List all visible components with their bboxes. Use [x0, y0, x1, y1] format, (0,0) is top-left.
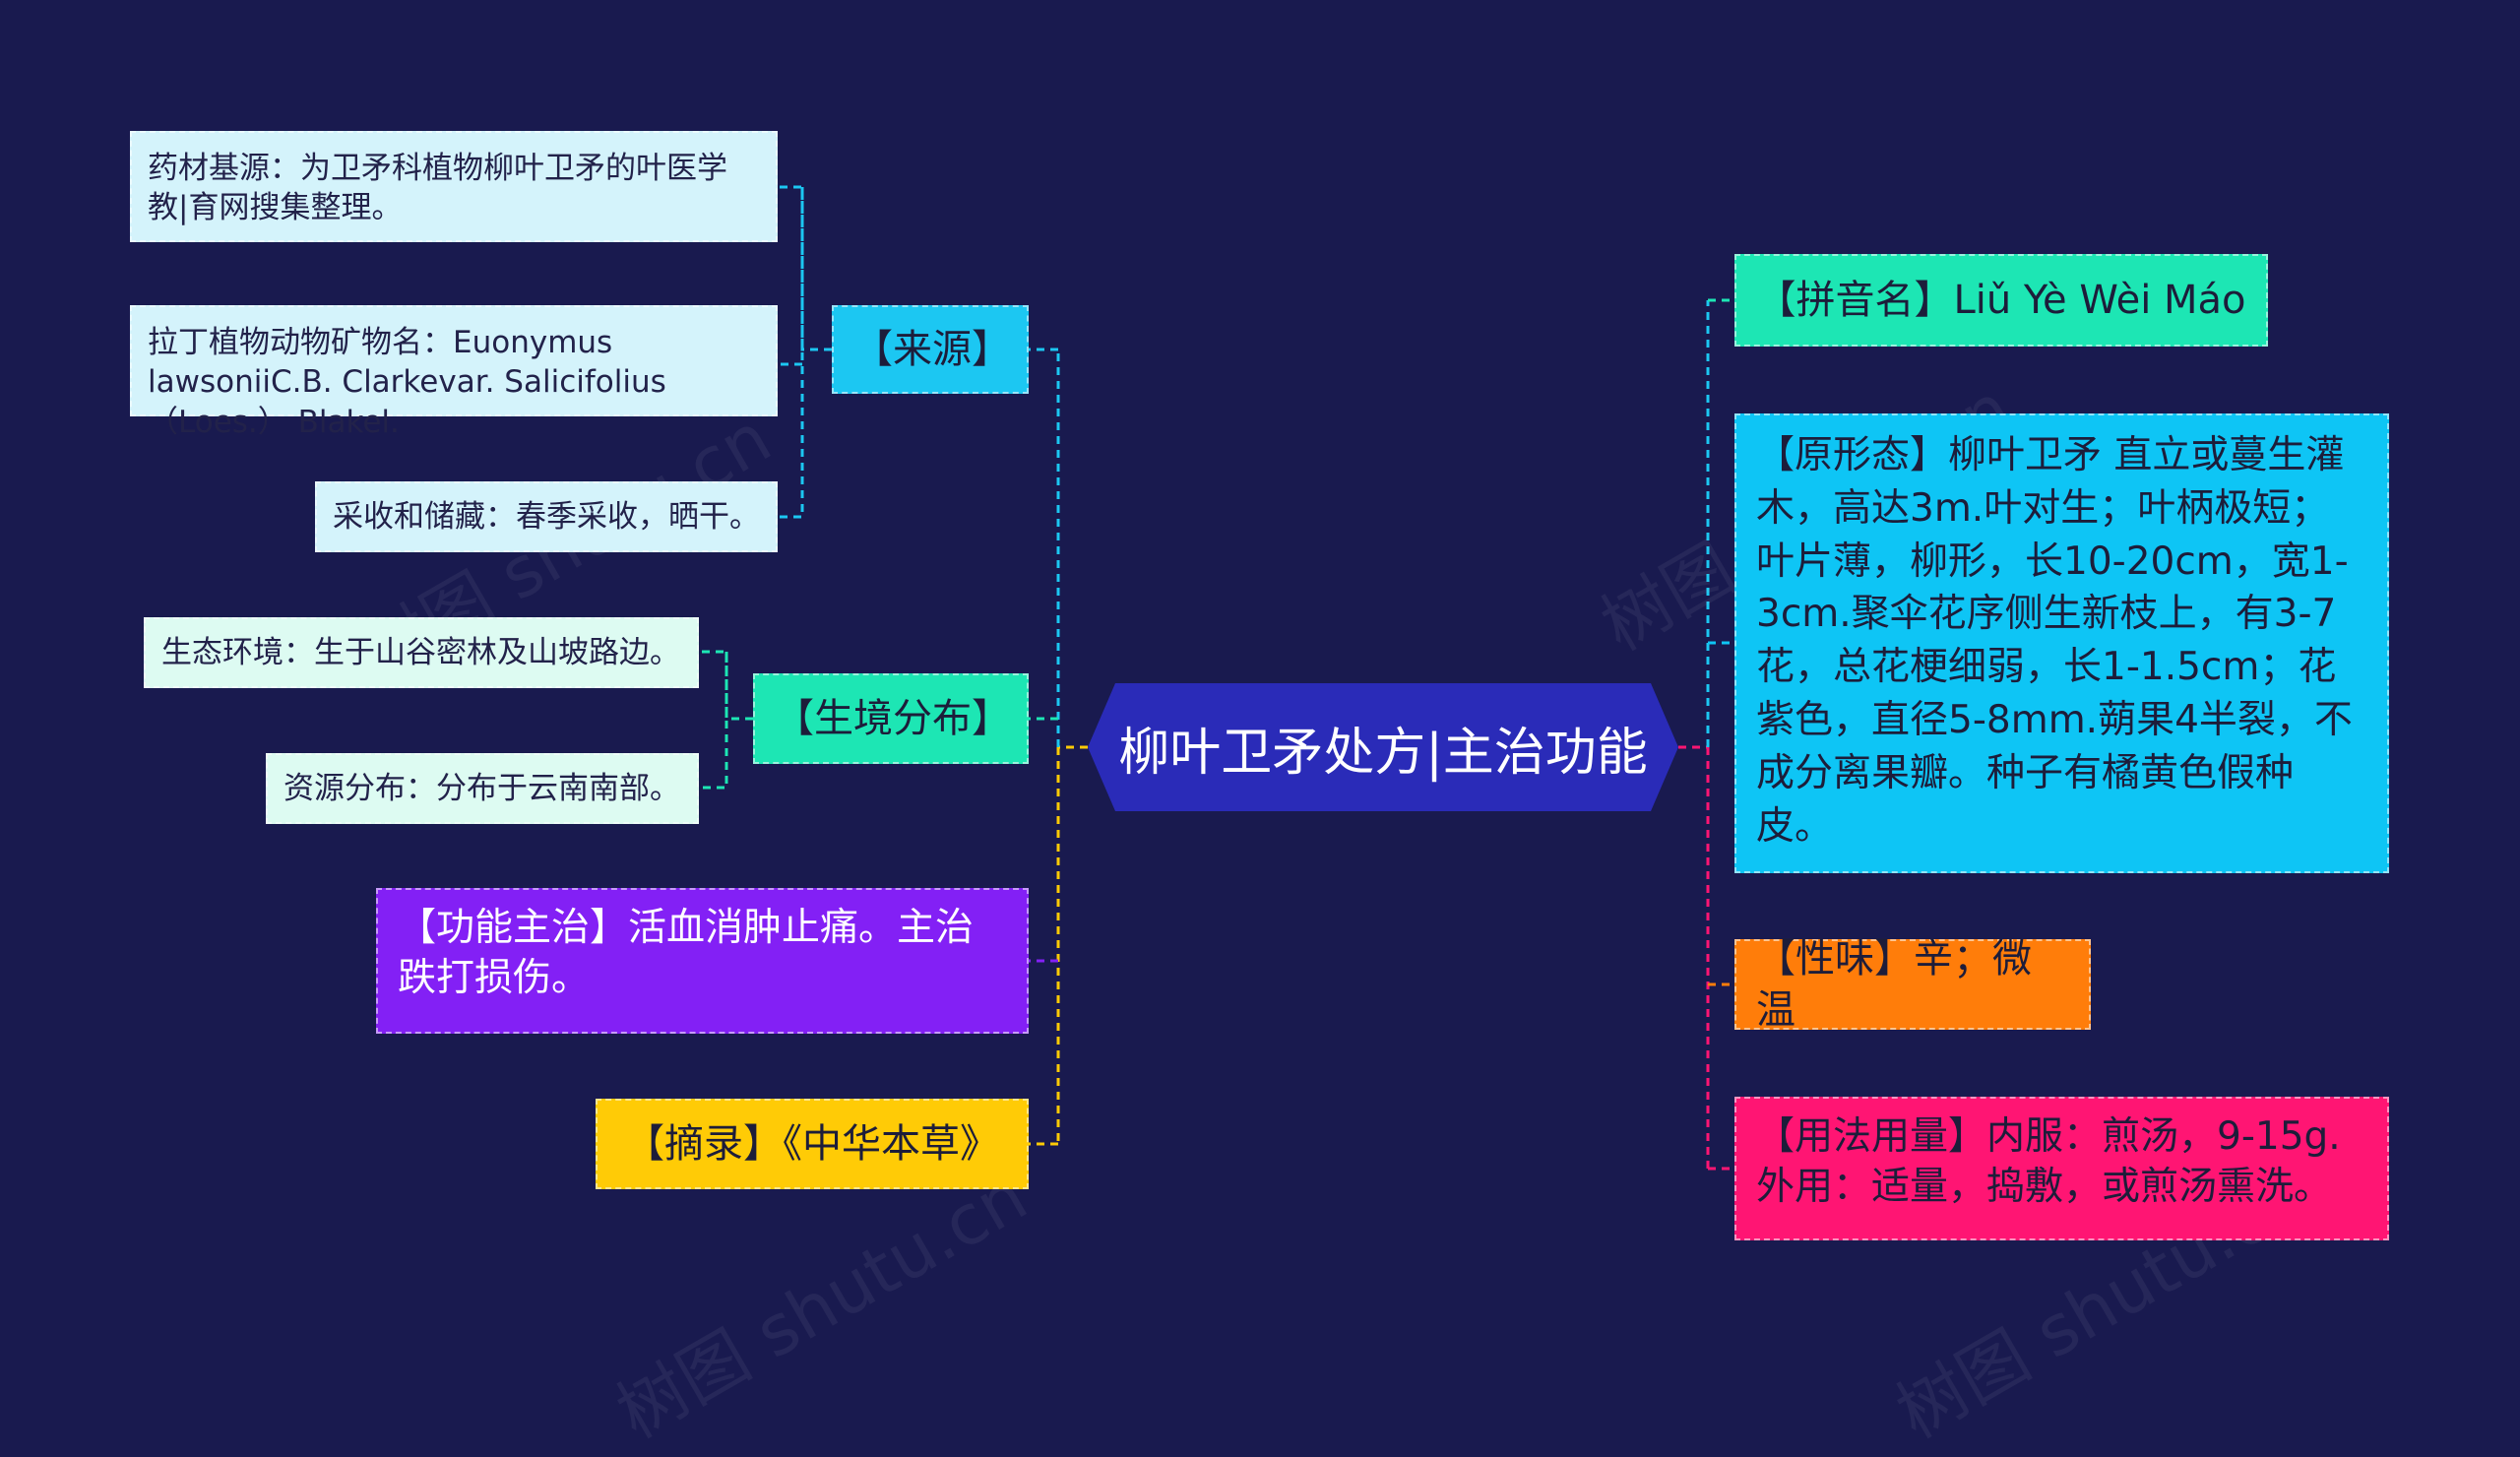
- leaf-habitat-distribution[interactable]: 资源分布：分布于云南南部。: [266, 753, 699, 824]
- branch-function[interactable]: 【功能主治】活血消肿止痛。主治跌打损伤。: [376, 888, 1029, 1034]
- connector-source-children: [778, 185, 832, 519]
- branch-source[interactable]: 【来源】: [832, 305, 1029, 394]
- branch-morphology[interactable]: 【原形态】柳叶卫矛 直立或蔓生灌木，高达3m.叶对生；叶柄极短；叶片薄，柳形，长…: [1734, 413, 2389, 873]
- mind-map-canvas: 树图 shutu.cn 树图 shutu.cn 树图 shutu.cn 树图 s…: [130, 131, 2389, 1454]
- leaf-source-origin[interactable]: 药材基源：为卫矛科植物柳叶卫矛的叶医学教|育网搜集整理。: [130, 131, 778, 242]
- central-topic[interactable]: 柳叶卫矛处方|主治功能: [1088, 683, 1678, 811]
- leaf-source-latin-name[interactable]: 拉丁植物动物矿物名：Euonymus lawsoniiC.B. Clarkeva…: [130, 305, 778, 440]
- branch-excerpt[interactable]: 【摘录】《中华本草》: [596, 1099, 1029, 1189]
- connector-habitat-children: [699, 650, 753, 790]
- branch-habitat[interactable]: 【生境分布】: [753, 673, 1029, 764]
- branch-usage[interactable]: 【用法用量】内服：煎汤，9-15g.外用：适量，捣敷，或煎汤熏洗。: [1734, 1097, 2389, 1240]
- leaf-habitat-environment[interactable]: 生态环境：生于山谷密林及山坡路边。: [144, 617, 699, 688]
- branch-pinyin[interactable]: 【拼音名】Liǔ Yè Wèi Máo: [1734, 254, 2268, 347]
- connector-lines: [699, 185, 1734, 1171]
- leaf-source-harvest[interactable]: 采收和储藏：春季采收，晒干。: [315, 481, 778, 552]
- branch-taste[interactable]: 【性味】辛；微温: [1734, 936, 2091, 1033]
